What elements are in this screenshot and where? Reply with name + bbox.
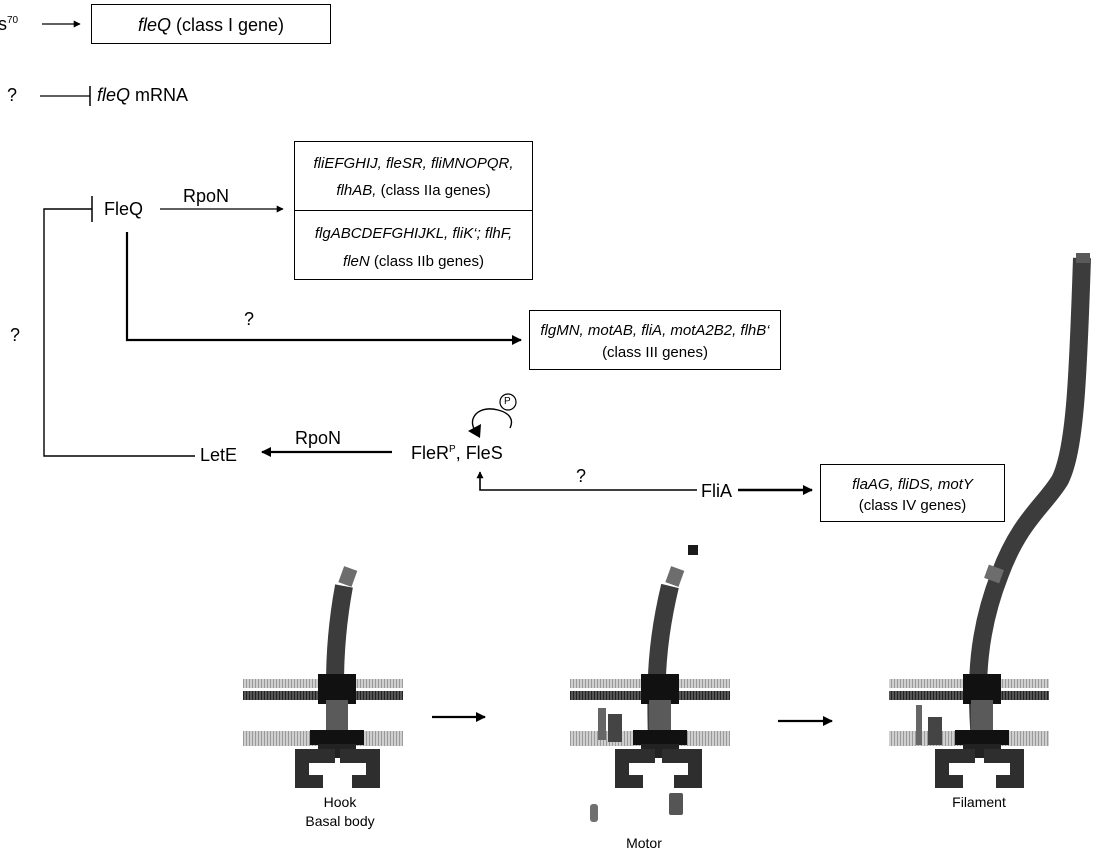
fleq-node: FleQ [104,200,143,218]
question-mark-flia: ? [576,467,586,485]
lete-feedback-line [44,209,195,456]
class2a-line2: flhAB, (class IIa genes) [295,183,532,198]
rpon-label-1: RpoN [183,187,229,205]
class1-gene-box: fleQ (class I gene) [91,4,331,44]
class3-gene-box: flgMN, motAB, fliA, motA2B2, flhB‘ (clas… [529,310,781,370]
flia-node: FliA [701,482,732,500]
lete-node: LetE [200,446,237,464]
stage2-label-motor: Motor [614,836,674,850]
question-mark-class3: ? [244,310,254,328]
fleq-mrna-label: fleQ mRNA [97,86,188,104]
flagellum-stage2-graphic [570,545,730,822]
class2a-line1: fliEFGHIJ, fleSR, fliMNOPQR, [295,156,532,171]
class3-line1: flgMN, motAB, fliA, motA2B2, flhB‘ [530,323,780,338]
stage3-label-filament: Filament [939,795,1019,809]
stage1-label-hook: Hook [310,795,370,809]
class4-line1: flaAG, fliDS, motY [821,477,1004,492]
class3-line2: (class III genes) [530,345,780,360]
stage1-label-basal-body: Basal body [290,814,390,828]
rpon-label-2: RpoN [295,429,341,447]
question-mark-left: ? [10,326,20,344]
sigma70-label: s70 [0,15,18,33]
class2b-line2: fleN (class IIb genes) [295,254,532,269]
class2b-line1: flgABCDEFGHIJKL, fliK‘; flhF, [295,226,532,241]
class4-line2: (class IV genes) [821,498,1004,513]
fler-fles-node: FleRP, FleS [411,444,503,462]
flia-to-fler-arrow [480,472,697,490]
phospho-label: P [504,397,511,407]
flagellum-stage1-graphic [243,566,403,788]
class2-gene-box: fliEFGHIJ, fleSR, fliMNOPQR, flhAB, (cla… [294,141,533,280]
class4-gene-box: flaAG, fliDS, motY (class IV genes) [820,464,1005,522]
question-mark-mrna: ? [7,86,17,104]
